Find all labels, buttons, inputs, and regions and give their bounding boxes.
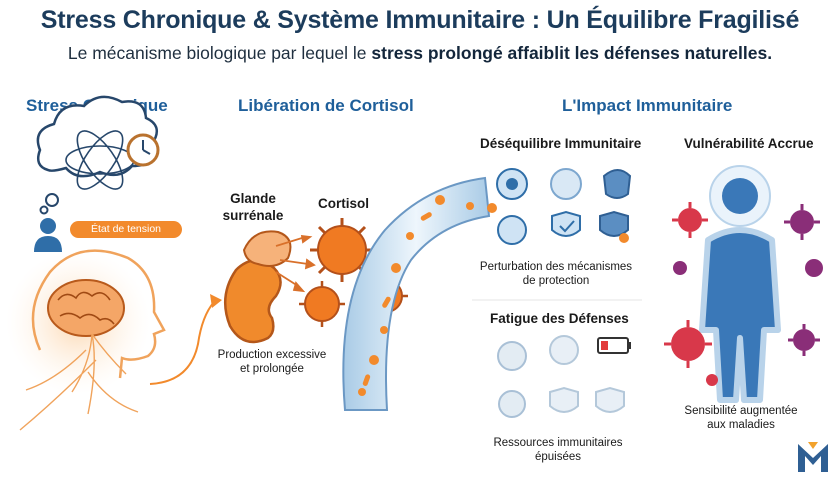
arrow-head-icon — [210, 294, 222, 308]
clock-icon — [126, 133, 160, 167]
cortisol-label: Cortisol — [318, 196, 370, 211]
imbalance-cell-icons — [496, 168, 632, 245]
impact-heading: L'Impact Immunitaire — [562, 96, 733, 115]
vulnerability-heading: Vulnérabilité Accrue — [684, 136, 814, 151]
fatigue-cell-icons — [497, 335, 625, 418]
adrenal-gland-icon — [223, 230, 292, 344]
person-icon — [34, 218, 62, 252]
page-subtitle: Le mécanisme biologique par lequel le st… — [0, 43, 840, 64]
flow-arrow-icon — [149, 301, 215, 385]
subtitle-emphasis: stress prolongé affaiblit les défenses n… — [371, 43, 773, 63]
cortisol-molecule-icon — [310, 218, 374, 282]
vulnerable-person-icon — [699, 165, 781, 403]
cortisol-molecule-icon — [299, 281, 345, 327]
blood-vessel-icon — [342, 176, 497, 411]
page-title: Stress Chronique & Système Immunitaire :… — [40, 6, 800, 34]
low-battery-icon — [597, 337, 631, 354]
virus-icons — [664, 202, 823, 386]
brand-logo-icon — [798, 442, 828, 472]
tension-badge: État de tension continue — [70, 221, 182, 252]
cortisol-heading: Libération de Cortisol — [238, 96, 414, 115]
subtitle-text: Le mécanisme biologique par lequel le — [67, 43, 372, 63]
fatigue-heading: Fatigue des Défenses — [490, 311, 629, 326]
head-brain-icon — [6, 249, 166, 431]
thought-cloud-icon — [36, 95, 159, 215]
imbalance-heading: Déséquilibre Immunitaire — [480, 136, 642, 151]
release-arrows-icon — [275, 234, 316, 293]
